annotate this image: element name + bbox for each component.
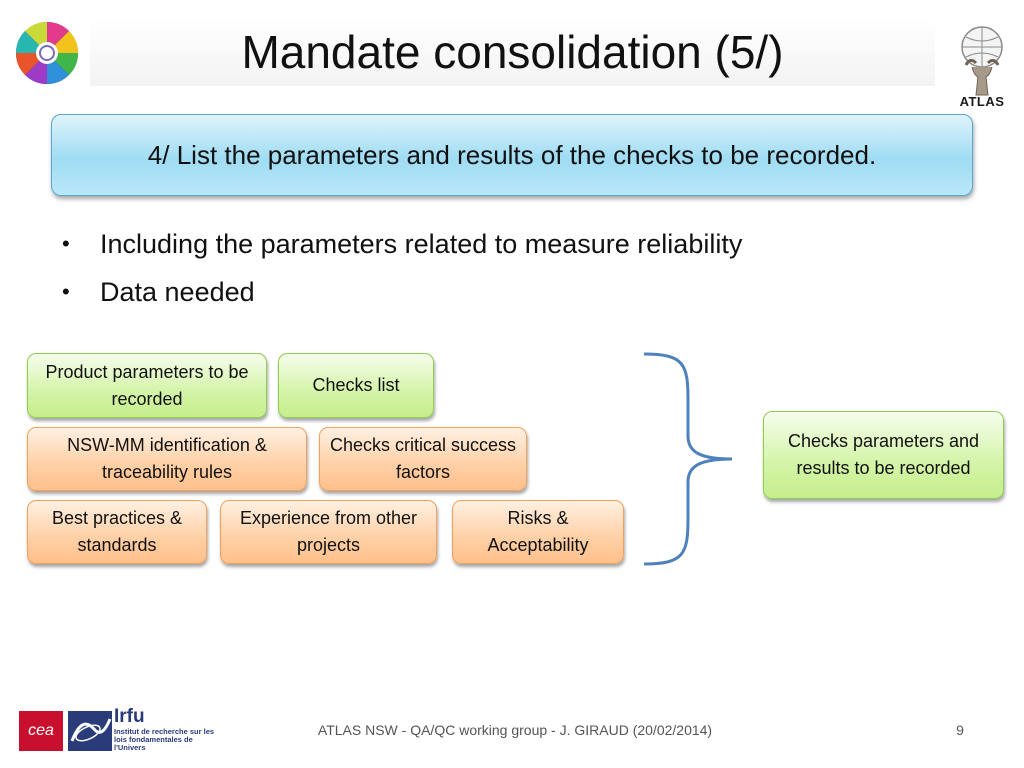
output-box-label: Checks parameters and results to be reco… — [787, 431, 980, 478]
input-box-label: Experience from other projects — [239, 508, 418, 555]
atlas-logo-icon — [961, 26, 1003, 96]
input-box-label: Checks critical success factors — [329, 435, 517, 482]
grouping-brace-icon — [643, 352, 733, 566]
slide-title: Mandate consolidation (5/) — [241, 26, 784, 78]
input-box-critical-factors: Checks critical success factors — [319, 427, 527, 491]
input-box-label: NSW-MM identification & traceability rul… — [67, 435, 267, 482]
bullet-item: • Including the parameters related to me… — [62, 220, 962, 268]
input-box-experience: Experience from other projects — [220, 500, 437, 564]
output-box-checks-parameters: Checks parameters and results to be reco… — [763, 411, 1004, 499]
input-box-product-parameters: Product parameters to be recorded — [27, 353, 267, 418]
bullet-text: Including the parameters related to meas… — [100, 228, 743, 259]
bullet-item: • Data needed — [62, 268, 962, 316]
input-box-label: Risks & Acceptability — [487, 508, 589, 555]
task-callout: 4/ List the parameters and results of th… — [51, 114, 973, 196]
bullet-list: • Including the parameters related to me… — [62, 220, 962, 316]
cea-logo: cea — [19, 711, 63, 751]
irfu-logo-subtitle: Institut de recherche sur les lois fonda… — [114, 727, 215, 752]
footer-text: ATLAS NSW - QA/QC working group - J. GIR… — [317, 722, 713, 738]
project-wheel-logo — [15, 21, 79, 85]
input-box-label: Best practices & standards — [51, 508, 183, 555]
input-box-best-practices: Best practices & standards — [27, 500, 207, 564]
input-box-identification-rules: NSW-MM identification & traceability rul… — [27, 427, 307, 491]
input-box-label: Checks list — [312, 375, 400, 395]
input-box-label: Product parameters to be recorded — [45, 361, 249, 409]
input-box-risks: Risks & Acceptability — [452, 500, 624, 564]
cea-logo-text: cea — [28, 722, 54, 739]
irfu-logo-name: Irfu — [114, 706, 145, 727]
bullet-dot-icon: • — [62, 231, 70, 256]
page-number: 9 — [956, 722, 964, 738]
input-box-checks-list: Checks list — [278, 353, 434, 418]
bullet-text: Data needed — [100, 276, 255, 307]
title-band — [90, 18, 935, 86]
bullet-dot-icon: • — [62, 279, 70, 304]
callout-text: 4/ List the parameters and results of th… — [147, 139, 877, 170]
irfu-logo-icon — [68, 711, 112, 751]
atlas-logo-text: ATLAS — [959, 94, 1005, 109]
